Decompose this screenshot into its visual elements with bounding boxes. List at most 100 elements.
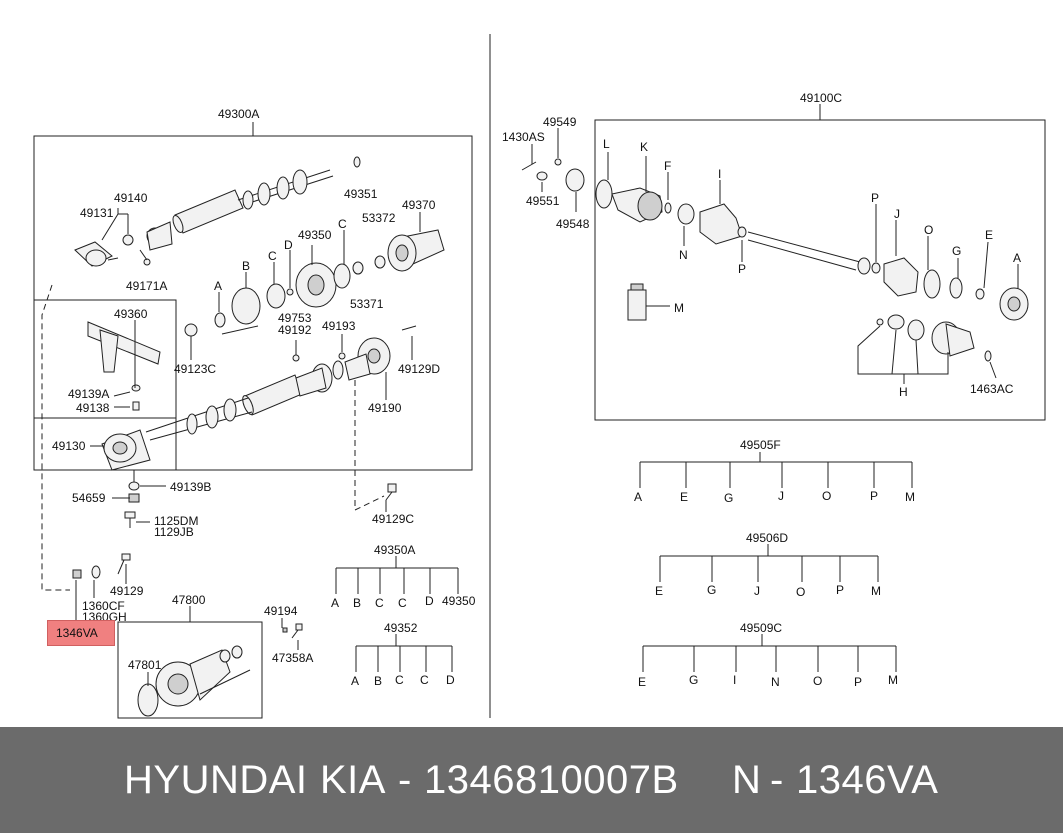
footer-brand-hyundai: HYUNDAI <box>124 758 308 802</box>
label-K-right: K <box>640 140 648 154</box>
rear-propeller-shaft <box>145 337 391 441</box>
kit-item: M <box>905 490 915 504</box>
label-49100C: 49100C <box>800 91 842 105</box>
kit-item: C <box>420 673 429 687</box>
kit-item: J <box>754 584 760 598</box>
kit-items-49506D: E G J O P M <box>655 583 881 599</box>
kit-items-49352: A B C C D <box>351 673 455 688</box>
label-1430AS: 1430AS <box>502 130 545 144</box>
kit-tree-49509C <box>642 634 897 672</box>
kit-items-49509C: E G I N O P M <box>638 673 898 689</box>
label-49360: 49360 <box>114 307 148 321</box>
grease-bottle-M <box>627 283 670 321</box>
label-49551: 49551 <box>526 194 560 208</box>
label-1360CF: 1360CF <box>82 599 125 613</box>
label-H-right: H <box>899 385 908 399</box>
kit-item: M <box>871 584 881 598</box>
label-47801: 47801 <box>128 658 162 672</box>
label-J-right: J <box>894 207 900 221</box>
boot-and-shaft <box>699 203 1029 321</box>
label-E-right: E <box>985 228 993 242</box>
label-1125DM: 1125DM <box>154 514 198 528</box>
kit-item: C <box>398 596 407 610</box>
kit-item: O <box>813 674 822 688</box>
label-49506D: 49506D <box>746 531 788 545</box>
label-49549: 49549 <box>543 115 577 129</box>
label-49509C: 49509C <box>740 621 782 635</box>
kit-tree-49506D <box>659 544 879 582</box>
outer-hub-side-parts <box>521 158 695 225</box>
center-bracket-49360 <box>87 321 161 411</box>
label-49138: 49138 <box>76 401 110 415</box>
kit-item: N <box>771 675 780 689</box>
label-49130: 49130 <box>52 439 86 453</box>
center-bearing-49130 <box>101 429 151 471</box>
highlighted-part-label: 1346VA <box>56 626 98 640</box>
kit-item: G <box>689 673 698 687</box>
label-A-right: A <box>1013 251 1021 265</box>
kit-item: P <box>854 675 862 689</box>
label-P-right2: P <box>871 191 879 205</box>
front-propeller-shaft <box>146 156 361 251</box>
label-54659: 54659 <box>72 491 106 505</box>
label-49753: 49753 <box>278 311 312 325</box>
label-49123C: 49123C <box>174 362 216 376</box>
assembly-frame-47800 <box>117 621 263 719</box>
kit-item: A <box>331 596 339 610</box>
label-49190: 49190 <box>368 401 402 415</box>
label-G-right: G <box>952 244 961 258</box>
kit-tree-49505F <box>639 452 913 488</box>
label-I-right: I <box>718 167 721 181</box>
label-49193: 49193 <box>322 319 356 333</box>
assembly-frame-49100C <box>594 119 1046 421</box>
kit-items-49505F: A E G J O P M <box>634 489 915 505</box>
label-53372: 53372 <box>362 211 396 225</box>
kit-item: P <box>836 583 844 597</box>
highlighted-part-callout[interactable] <box>47 620 115 646</box>
footer-part-number: 1346810007B <box>424 758 679 802</box>
kit-items-49350A: A B C C D 49350 <box>331 594 476 610</box>
label-D-left: D <box>284 238 293 252</box>
footer-brand-kia: KIA <box>320 758 386 802</box>
label-49129D: 49129D <box>398 362 440 376</box>
label-C-left1: C <box>268 249 277 263</box>
label-49548: 49548 <box>556 217 590 231</box>
footer-dash-2: - <box>770 758 784 802</box>
footer-n-label: N <box>732 758 762 802</box>
label-1129JB: 1129JB <box>154 525 194 539</box>
label-53371: 53371 <box>350 297 384 311</box>
label-B-left: B <box>242 259 250 273</box>
label-49194: 49194 <box>264 604 298 618</box>
label-P-right1: P <box>738 262 746 276</box>
label-49370: 49370 <box>402 198 436 212</box>
cv-joint-49350 <box>214 262 351 335</box>
label-A-left: A <box>214 279 222 293</box>
label-F-right: F <box>664 159 671 173</box>
inner-joint-parts-H <box>876 314 992 362</box>
highlighted-part-label-layer: 1346VA <box>56 626 98 640</box>
flange-49370 <box>352 229 445 275</box>
footer-ref-code: 1346VA <box>796 758 939 802</box>
kit-item: I <box>733 673 736 687</box>
kit-item: O <box>796 585 805 599</box>
kit-item: C <box>395 673 404 687</box>
part-number-footer: HYUNDAI KIA - 1346810007B N - 1346VA <box>0 727 1063 833</box>
kit-item: O <box>822 489 831 503</box>
kit-item: D <box>425 594 434 608</box>
label-49131: 49131 <box>80 206 114 220</box>
kit-item: J <box>778 489 784 503</box>
kit-item: C <box>375 596 384 610</box>
label-O-right: O <box>924 223 933 237</box>
kit-item: E <box>680 490 688 504</box>
label-L-right: L <box>603 137 610 151</box>
kit-item: E <box>638 675 646 689</box>
label-49129: 49129 <box>110 584 144 598</box>
kit-item: B <box>353 596 361 610</box>
kit-item: M <box>888 673 898 687</box>
label-49350A: 49350A <box>374 543 415 557</box>
kit-item: 49350 <box>442 594 476 608</box>
kit-item: A <box>351 674 359 688</box>
label-M-right: M <box>674 301 684 315</box>
kit-item: E <box>655 584 663 598</box>
label-49352: 49352 <box>384 621 418 635</box>
